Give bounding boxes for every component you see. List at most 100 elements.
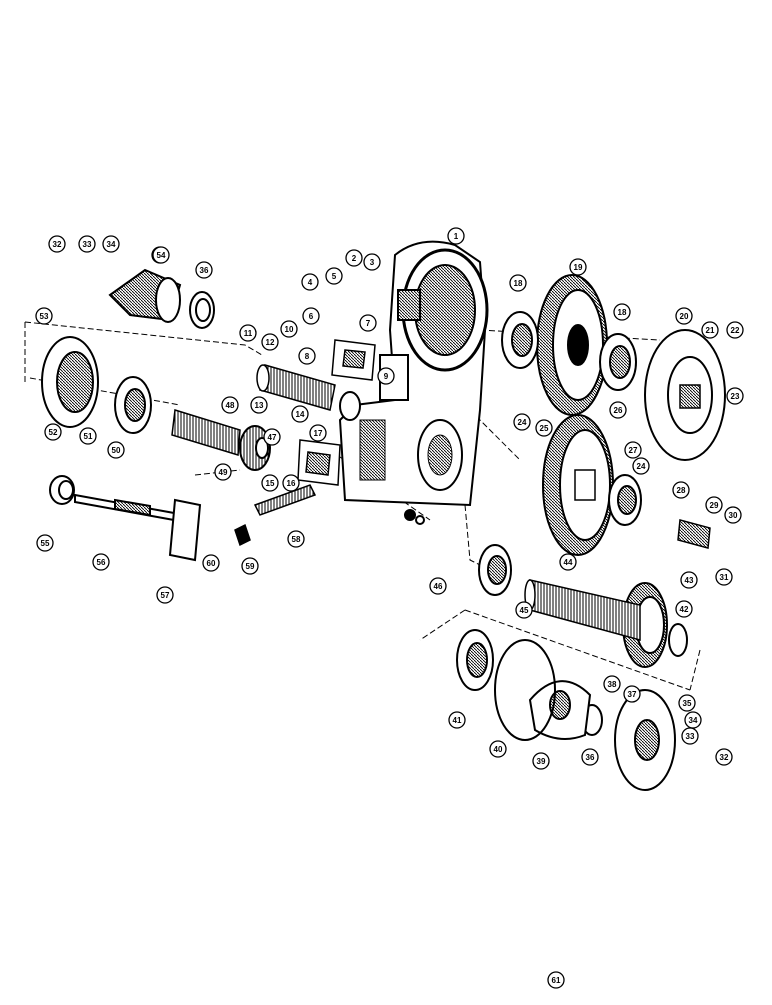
callout-49: 49 [214, 463, 232, 481]
shaft-48 [171, 409, 241, 456]
callout-circle [35, 307, 53, 325]
callout-circle [559, 553, 577, 571]
callout-circle [726, 387, 744, 405]
callout-number: 31 [720, 573, 729, 582]
callout-circle [509, 274, 527, 292]
cover-39 [528, 680, 592, 740]
callout-circle [515, 601, 533, 619]
callout-8: 8 [298, 347, 316, 365]
callout-circle [726, 321, 744, 339]
pto-tube [256, 364, 336, 411]
callout-34: 34 [102, 235, 120, 253]
callout-42: 42 [675, 600, 693, 618]
callout-number: 57 [161, 591, 170, 600]
callout-55: 55 [36, 534, 54, 552]
callout-number: 37 [628, 690, 637, 699]
callout-31: 31 [715, 568, 733, 586]
callout-number: 53 [40, 312, 49, 321]
callout-circle [291, 405, 309, 423]
callout-circle [569, 258, 587, 276]
callout-19: 19 [569, 258, 587, 276]
callout-number: 46 [434, 582, 443, 591]
callout-circle [221, 396, 239, 414]
callout-circle [298, 347, 316, 365]
callout-number: 3 [370, 258, 375, 267]
callout-number: 39 [537, 757, 546, 766]
bushing-28 [677, 519, 711, 549]
callout-circle [261, 333, 279, 351]
callout-26: 26 [609, 401, 627, 419]
bearing-51 [114, 376, 152, 434]
callout-number: 45 [520, 606, 529, 615]
callout-circle [623, 685, 641, 703]
callout-52: 52 [44, 423, 62, 441]
callout-3: 3 [363, 253, 381, 271]
callout-10: 10 [280, 320, 298, 338]
callout-number: 60 [207, 559, 216, 568]
callout-46: 46 [429, 577, 447, 595]
callout-16: 16 [282, 474, 300, 492]
callout-number: 19 [574, 263, 583, 272]
callout-18: 18 [509, 274, 527, 292]
callout-circle [705, 496, 723, 514]
callout-41: 41 [448, 711, 466, 729]
callout-37: 37 [623, 685, 641, 703]
callout-number: 55 [41, 539, 50, 548]
callout-circle [377, 367, 395, 385]
callout-53: 53 [35, 307, 53, 325]
bearing-27 [608, 474, 642, 526]
callout-number: 26 [614, 406, 623, 415]
shaft-44 [524, 579, 641, 641]
gasket-40 [494, 639, 556, 741]
callout-30: 30 [724, 506, 742, 524]
callout-circle [359, 314, 377, 332]
callout-circle [613, 303, 631, 321]
callout-circle [302, 307, 320, 325]
callout-circle [92, 553, 110, 571]
callout-24: 24 [513, 413, 531, 431]
callout-number: 33 [83, 240, 92, 249]
callout-circle [547, 971, 565, 989]
callout-32: 32 [715, 748, 733, 766]
callout-number: 4 [308, 278, 313, 287]
callout-number: 34 [689, 716, 698, 725]
bearing-47 [239, 425, 271, 471]
callout-29: 29 [705, 496, 723, 514]
callout-33: 33 [78, 235, 96, 253]
callout-circle [287, 530, 305, 548]
callout-number: 5 [332, 272, 337, 281]
tube-59 [253, 484, 317, 516]
callout-circle [263, 428, 281, 446]
callout-circle [624, 441, 642, 459]
cover-plate-17 [297, 439, 341, 486]
callout-number: 17 [314, 429, 323, 438]
callout-57: 57 [156, 586, 174, 604]
callout-number: 21 [706, 326, 715, 335]
callout-12: 12 [261, 333, 279, 351]
callout-4: 4 [301, 273, 319, 291]
callout-number: 56 [97, 558, 106, 567]
callout-1: 1 [447, 227, 465, 245]
callout-60: 60 [202, 554, 220, 572]
callout-number: 43 [685, 576, 694, 585]
callout-45: 45 [515, 601, 533, 619]
callout-number: 18 [514, 279, 523, 288]
callout-number: 38 [608, 680, 617, 689]
callout-5: 5 [325, 267, 343, 285]
callout-number: 12 [266, 338, 275, 347]
callout-25: 25 [535, 419, 553, 437]
washer-9 [339, 391, 361, 421]
callout-7: 7 [359, 314, 377, 332]
callout-number: 25 [540, 424, 549, 433]
callout-54: 54 [152, 246, 170, 264]
callout-number: 58 [292, 535, 301, 544]
retainer-53 [41, 336, 99, 428]
callout-17: 17 [309, 424, 327, 442]
callout-circle [214, 463, 232, 481]
callout-circle [301, 273, 319, 291]
callout-39: 39 [532, 752, 550, 770]
callout-58: 58 [287, 530, 305, 548]
callout-number: 23 [731, 392, 740, 401]
callout-circle [701, 321, 719, 339]
